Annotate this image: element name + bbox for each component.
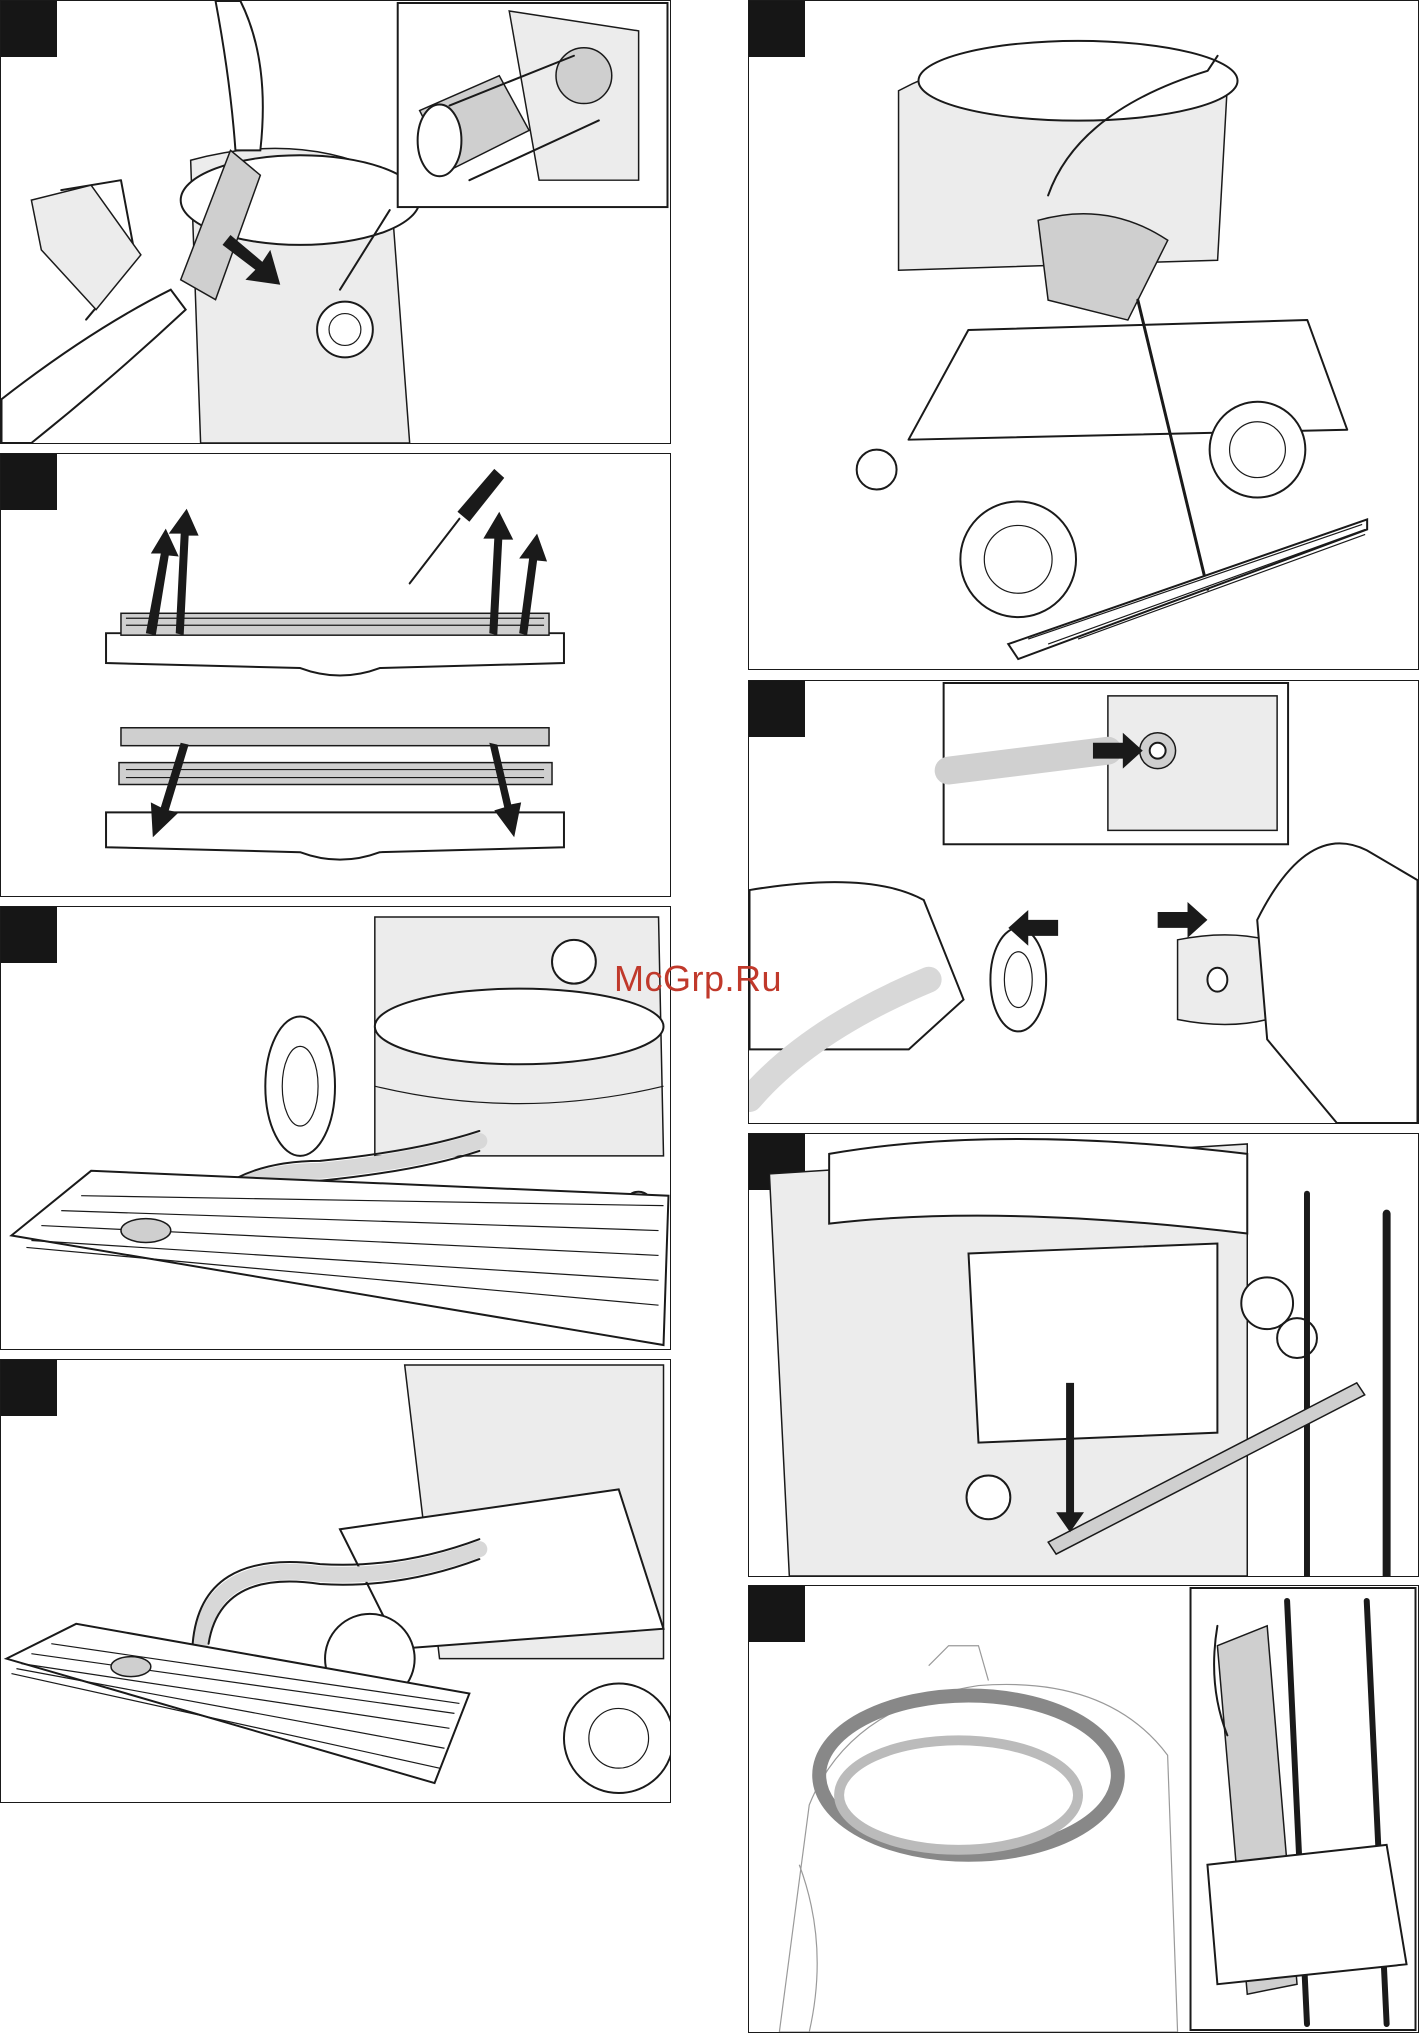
filter-removal-illustration (1, 1, 670, 443)
panel-vacuum-hose-grate-rear (0, 1359, 671, 1803)
vacuum-rear-illustration (1, 1360, 670, 1802)
carry-drain-illustration (749, 1, 1418, 669)
watermark: McGrp.Ru (614, 958, 782, 1000)
grate-icon (11, 1171, 668, 1345)
arrow-right-icon (1158, 902, 1208, 938)
hose-disconnect-illustration (749, 681, 1418, 1123)
storage-illustration (749, 1586, 1418, 2032)
panel-hose-disconnect (748, 680, 1419, 1124)
panel-carry-and-drain (748, 0, 1419, 670)
panel-tube-holder-insert (748, 1133, 1419, 1577)
panel-storage (748, 1585, 1419, 2033)
panel-filter-removal (0, 0, 671, 444)
panel-floor-nozzle-strips (0, 453, 671, 897)
vacuum-front-illustration (1, 907, 670, 1349)
floor-nozzle-illustration (1, 454, 670, 896)
tube-holder-illustration (749, 1134, 1418, 1576)
screwdriver-icon (410, 469, 505, 583)
panel-vacuum-hose-grate-front (0, 906, 671, 1350)
